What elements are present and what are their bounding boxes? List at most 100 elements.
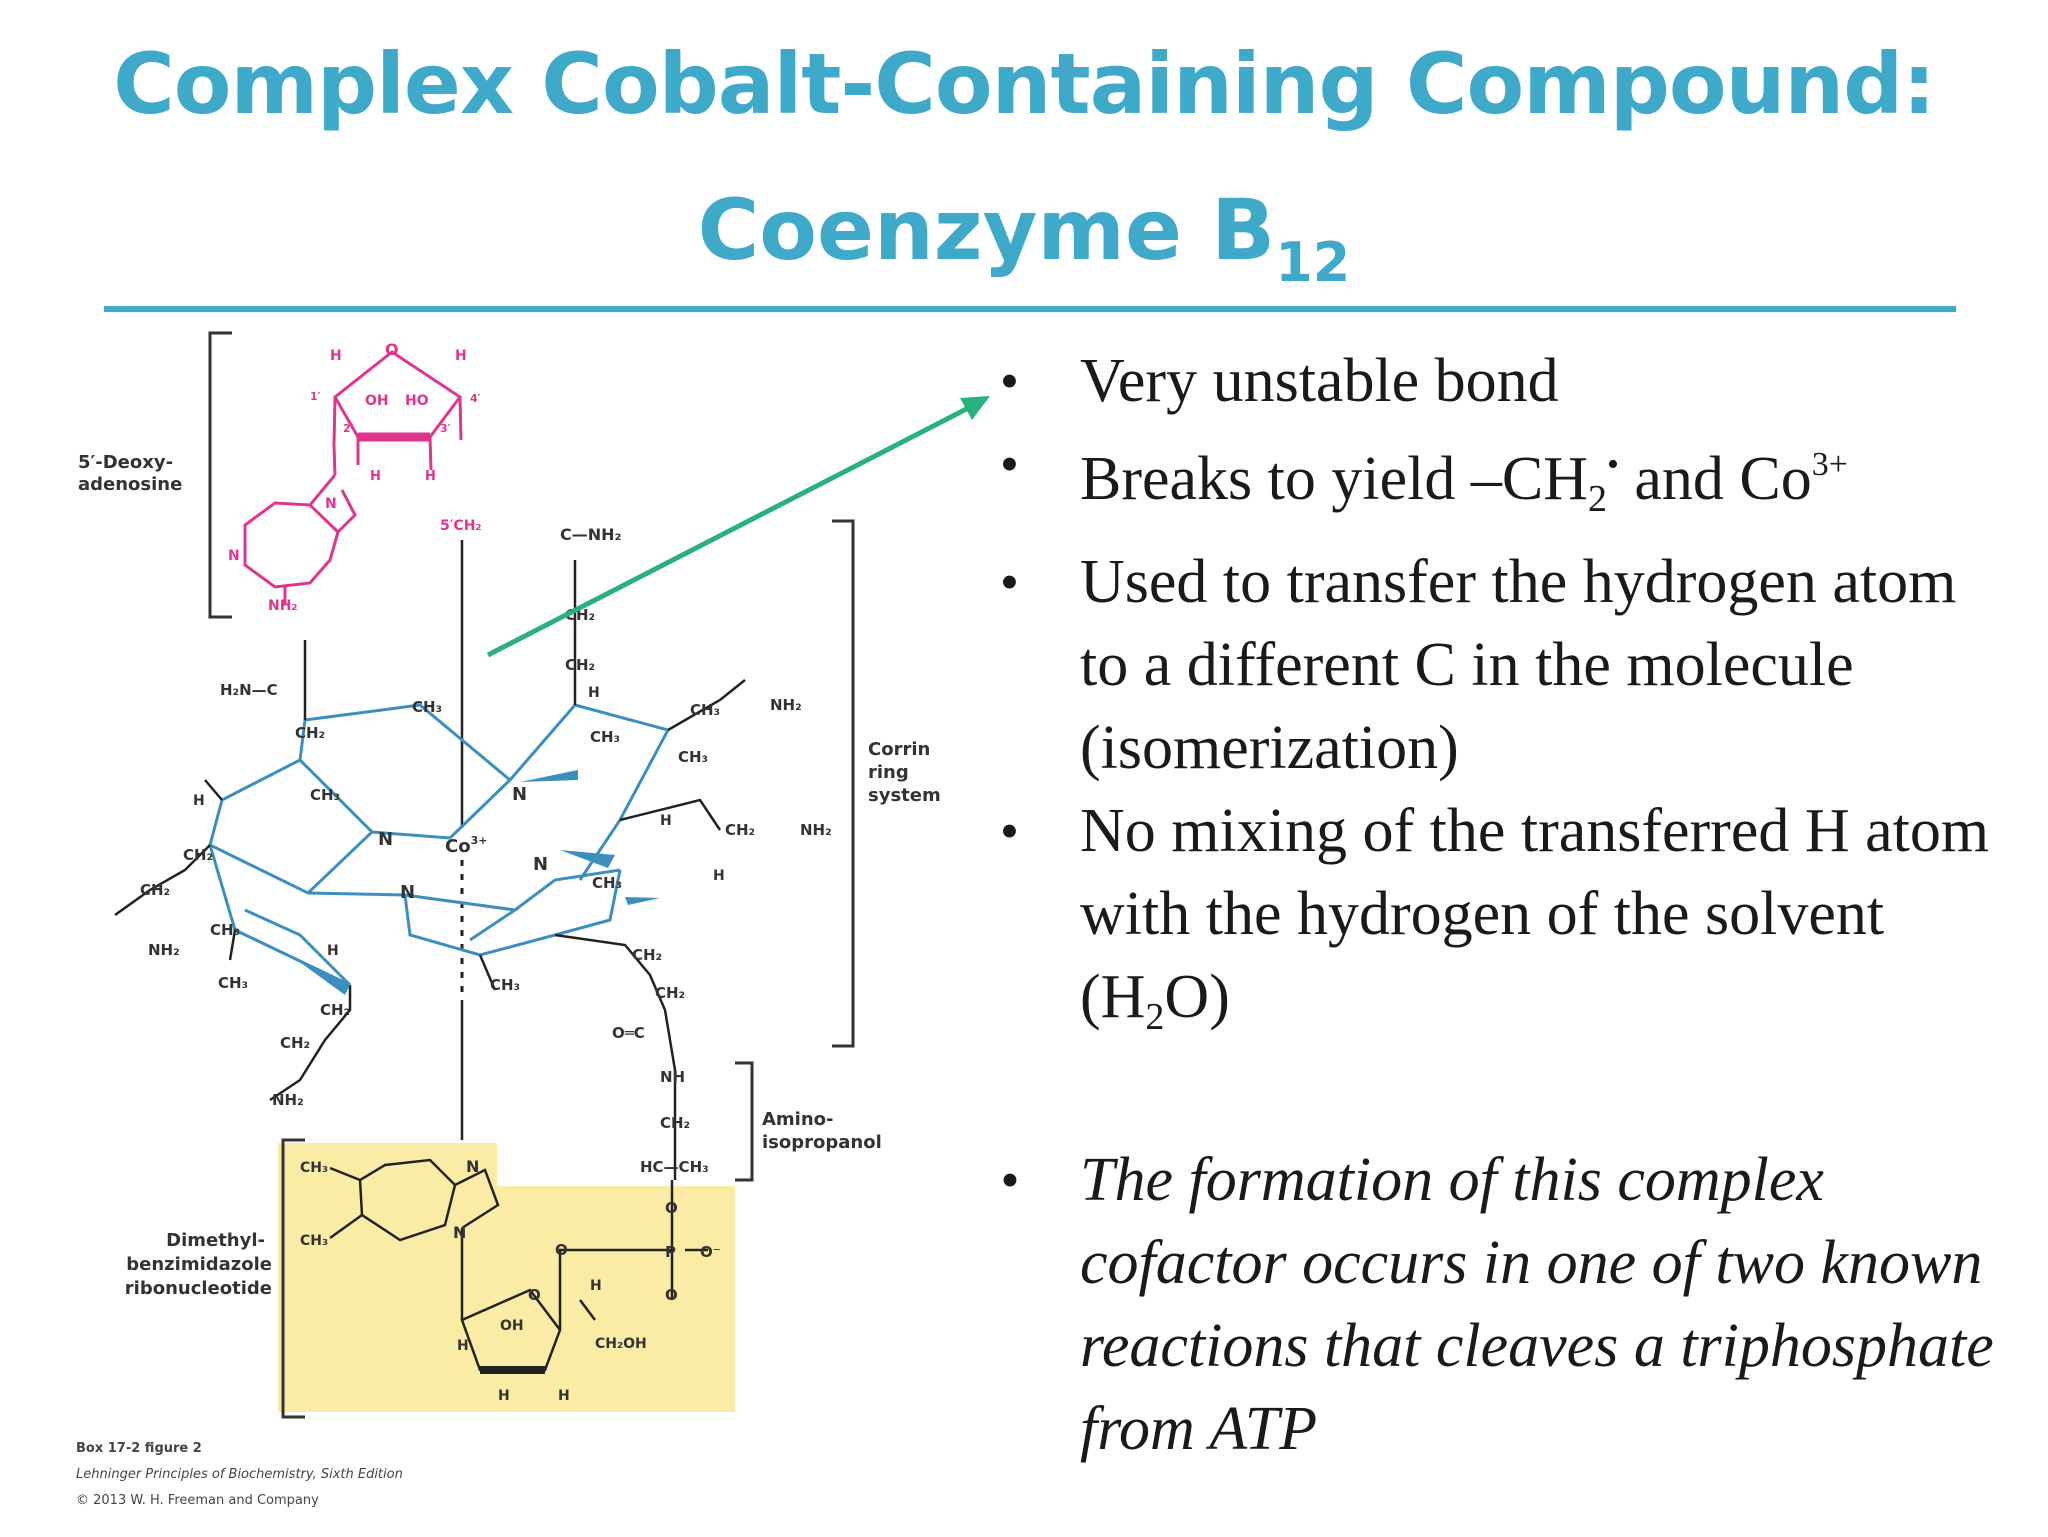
atom-nh2: NH₂ [268, 598, 298, 614]
atom-ch3: CH₃ [210, 921, 240, 939]
atom-ch2: CH₂ [725, 821, 755, 839]
label-amino-1: Amino- [762, 1109, 834, 1130]
radical-dot: • [1607, 446, 1619, 483]
atom-ho: HO [405, 393, 429, 409]
atom-ch2: CH₂ [632, 946, 662, 964]
aminoisopropanol-bracket [735, 1061, 754, 1182]
benzimidazole-ribose [329, 1158, 708, 1374]
ribonucleotide-bracket [281, 1138, 305, 1419]
atom-n: N [512, 784, 527, 805]
atom-n: N [453, 1223, 466, 1242]
atom-ch3: CH₃ [412, 698, 442, 716]
atom-ch2: CH₂ [280, 1034, 310, 1052]
atom-n: N [533, 854, 548, 875]
atom-h: H [425, 469, 436, 484]
atom-n: N [228, 548, 240, 564]
atom-ch2oh: CH₂OH [595, 1336, 647, 1352]
atom-h: H [455, 348, 467, 364]
atom-5prime-ch2: 5′CH₂ [440, 518, 482, 534]
atom-h: H [330, 348, 342, 364]
bullet-4-sub: 2 [1145, 996, 1165, 1038]
label-dmb-2: benzimidazole [126, 1254, 272, 1275]
atom-h: H [558, 1388, 570, 1404]
atom-oh: OH [365, 393, 389, 409]
bullet-1-text: Very unstable bond [1080, 347, 1559, 415]
atom-n: N [400, 882, 415, 903]
bullet-1: Very unstable bond [1000, 340, 2020, 423]
atom-h: H [498, 1388, 510, 1404]
atom-ch2: CH₂ [320, 1001, 350, 1019]
atom-ch3: CH₃ [678, 748, 708, 766]
bullet-2-pre: Breaks to yield –CH [1080, 445, 1588, 513]
atom-p: P [665, 1243, 676, 1261]
bullet-3-text: Used to transfer the hydrogen atom to a … [1080, 548, 1957, 782]
atom-ch2: CH₂ [655, 984, 685, 1002]
atom-ch3: CH₃ [218, 974, 248, 992]
atom-n: N [466, 1157, 479, 1176]
atom-h: H [713, 868, 725, 884]
label-2prime: 2′ [343, 422, 354, 435]
bullet-2-mid: and Co [1618, 445, 1812, 513]
atom-ch2: CH₂ [140, 881, 170, 899]
atom-ch2: CH₂ [565, 656, 595, 674]
atom-nh2: NH₂ [148, 941, 180, 959]
atom-h: H [370, 469, 381, 484]
atom-ch3: CH₃ [310, 786, 340, 804]
label-corrin-3: system [868, 785, 941, 806]
label-amino-2: isopropanol [762, 1132, 882, 1153]
bullet-2-sup: 3+ [1811, 446, 1848, 483]
atom-hc-ch3: HC—CH₃ [640, 1158, 709, 1176]
atom-nh: NH [660, 1068, 685, 1086]
title-divider [104, 306, 1956, 312]
atom-h: H [327, 943, 339, 959]
atom-ch3: CH₃ [300, 1160, 328, 1176]
corrin-bracket [832, 519, 855, 1048]
bullet-5: The formation of this complex cofactor o… [1000, 1139, 2020, 1471]
atom-h: H [660, 813, 672, 829]
atom-o: O [528, 1286, 541, 1304]
atom-ch2: CH₂ [183, 846, 213, 864]
corrin-substituents [114, 560, 746, 1180]
atom-h: H [193, 793, 205, 809]
atom-nh2: NH₂ [272, 1091, 304, 1109]
label-3prime: 3′ [440, 422, 451, 435]
atom-nh2: NH₂ [770, 696, 802, 714]
atom-ch3: CH₃ [592, 874, 622, 892]
label-dmb-3: ribonucleotide [125, 1278, 272, 1299]
atom-n: N [378, 829, 393, 850]
atom-o-minus: O⁻ [700, 1243, 721, 1261]
atom-ch2: CH₂ [660, 1114, 690, 1132]
bullet-5-text: The formation of this complex cofactor o… [1080, 1146, 1994, 1463]
atom-oh: OH [500, 1318, 524, 1334]
atom-h: H [590, 1278, 602, 1294]
atom-nh2: NH₂ [800, 821, 832, 839]
title-subscript: 12 [1275, 231, 1351, 294]
label-4prime: 4′ [470, 392, 481, 405]
deoxyadenosine-group [243, 350, 463, 605]
corrin-wedges [290, 770, 660, 995]
cobalt-atom: Co3+ [445, 834, 487, 857]
atom-h2n-c: H₂N—C [220, 681, 278, 699]
corrin-ring [208, 703, 671, 987]
figure-credit-line2: Lehninger Principles of Biochemistry, Si… [76, 1467, 403, 1482]
atom-o-c: O═C [612, 1024, 645, 1042]
label-dmb-1: Dimethyl- [166, 1230, 265, 1251]
slide-title-line2: Coenzyme B12 [0, 188, 2048, 290]
atom-o: O [665, 1286, 678, 1304]
atom-c-nh2: C—NH₂ [560, 525, 622, 544]
atom-ch3: CH₃ [690, 701, 720, 719]
atom-o: O [385, 340, 399, 359]
atom-ch2: CH₂ [295, 724, 325, 742]
bullet-4-pre: No mixing of the transferred H atom with… [1080, 797, 1990, 1031]
bullet-4: No mixing of the transferred H atom with… [1000, 790, 2020, 1059]
ribonucleotide-highlight [278, 1143, 735, 1412]
label-corrin-2: ring [868, 762, 909, 783]
atom-h: H [588, 685, 600, 701]
atom-o: O [665, 1199, 678, 1217]
atom-h: H [457, 1338, 469, 1354]
atom-n: N [325, 496, 337, 512]
atom-ch3: CH₃ [490, 976, 520, 994]
atom-ch3: CH₃ [300, 1233, 328, 1249]
title-main-text: Coenzyme B [697, 181, 1276, 279]
